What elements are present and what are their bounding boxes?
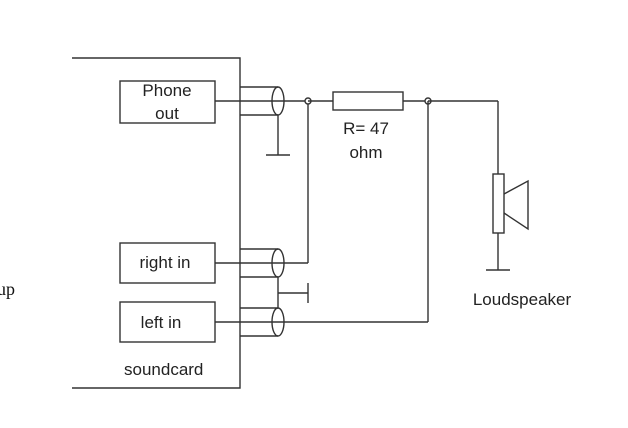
loudspeaker-symbol: [428, 100, 529, 271]
left-edge-text: up: [0, 279, 15, 299]
resistor-label-line1: R= 47: [343, 119, 389, 138]
input-ground: [277, 277, 309, 308]
right-in-coax-connector: [215, 248, 308, 278]
left-in-coax-connector: [215, 307, 428, 337]
soundcard-outline: [72, 57, 241, 389]
soundcard-label: soundcard: [124, 360, 203, 379]
loudspeaker-label: Loudspeaker: [473, 290, 572, 309]
phone-out-port: Phone out: [119, 80, 216, 124]
left-in-label: left in: [141, 313, 182, 332]
resistor: [308, 91, 428, 111]
phone-out-label-line2: out: [155, 104, 179, 123]
phone-out-label-line1: Phone: [142, 81, 191, 100]
left-in-port: left in: [119, 301, 216, 343]
resistor-label-line2: ohm: [349, 143, 382, 162]
right-in-label: right in: [139, 253, 190, 272]
right-in-port: right in: [119, 242, 216, 284]
phone-out-coax-connector: [215, 86, 308, 156]
